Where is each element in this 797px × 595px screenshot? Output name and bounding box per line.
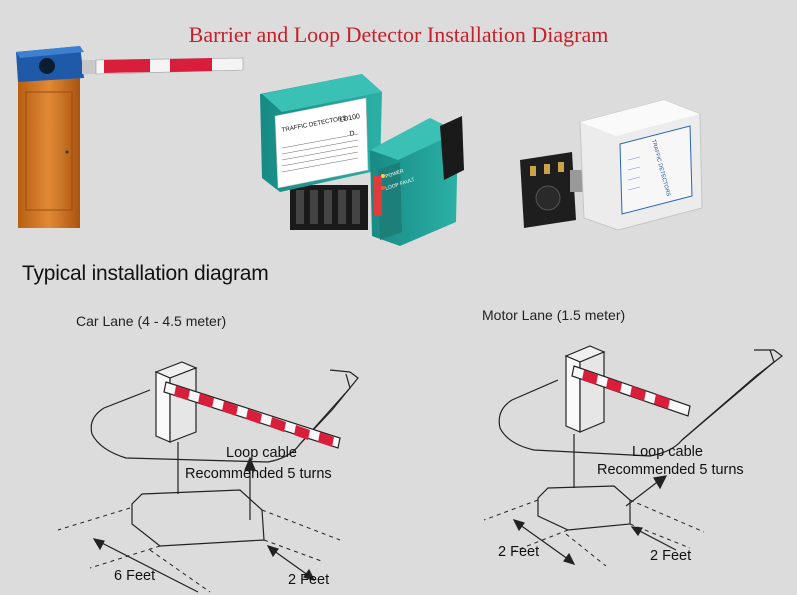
motor-lane-dim-short-label: 2 Feet — [650, 548, 691, 564]
motor-lane-barrier-arm — [571, 365, 691, 417]
barrier-lamp — [39, 58, 55, 74]
barrier-arm — [95, 57, 244, 75]
barrier-gate-photo — [16, 46, 244, 228]
motor-lane-dim-short — [630, 526, 677, 551]
car-lane-label: Car Lane (4 - 4.5 meter) — [76, 313, 227, 329]
car-lane-dim-short-label: 2 Feet — [288, 572, 329, 588]
car-lane-dim-long-label: 6 Feet — [114, 568, 155, 584]
motor-lane-label: Motor Lane (1.5 meter) — [482, 307, 626, 323]
section-subtitle: Typical installation diagram — [22, 262, 269, 285]
arrow-up-icon — [244, 456, 256, 471]
fault-led-icon — [381, 186, 385, 190]
car-lane-guides — [57, 507, 341, 593]
car-lane-dim-long — [92, 538, 199, 593]
loop-detector-photo-2: TRAFFIC DETECTORS — [520, 99, 703, 231]
car-lane-barrier-arm — [163, 381, 341, 449]
car-lane-loop-cable-label: Loop cable — [226, 445, 297, 461]
car-lane-post — [154, 361, 198, 443]
car-lane-diagram — [57, 361, 359, 593]
motor-lane-diagram — [483, 345, 783, 567]
motor-lane-dim-long-label: 2 Feet — [498, 544, 539, 560]
motor-lane-loop-cable-label: Loop cable — [632, 444, 703, 460]
motor-lane-dim-long — [512, 519, 576, 565]
barrier-cabinet — [18, 78, 80, 228]
detector2-label — [619, 125, 693, 215]
loop-detector-photo-1: TRAFFIC DETECTORS LD100 D POWER LOOP FAU… — [260, 74, 464, 246]
car-lane-recommend-label: Recommended 5 turns — [185, 466, 332, 482]
car-lane-loop — [131, 489, 265, 547]
detector-power-label: POWER — [385, 168, 405, 180]
detector-red-strip — [374, 176, 382, 216]
motor-lane-recommend-label: Recommended 5 turns — [597, 462, 744, 478]
car-lane-dim-short — [266, 545, 316, 581]
detector-model: LD100 — [339, 113, 361, 124]
motor-lane-loop — [537, 485, 631, 531]
motor-lane-island — [498, 349, 775, 457]
detector-label-plate — [274, 97, 369, 189]
page-title: Barrier and Loop Detector Installation D… — [188, 22, 609, 47]
motor-lane-post — [564, 345, 606, 433]
power-led-icon — [381, 174, 385, 178]
car-lane-island — [90, 373, 351, 463]
detector-variant: D — [349, 130, 355, 138]
arrow-up-icon-2 — [653, 475, 668, 490]
